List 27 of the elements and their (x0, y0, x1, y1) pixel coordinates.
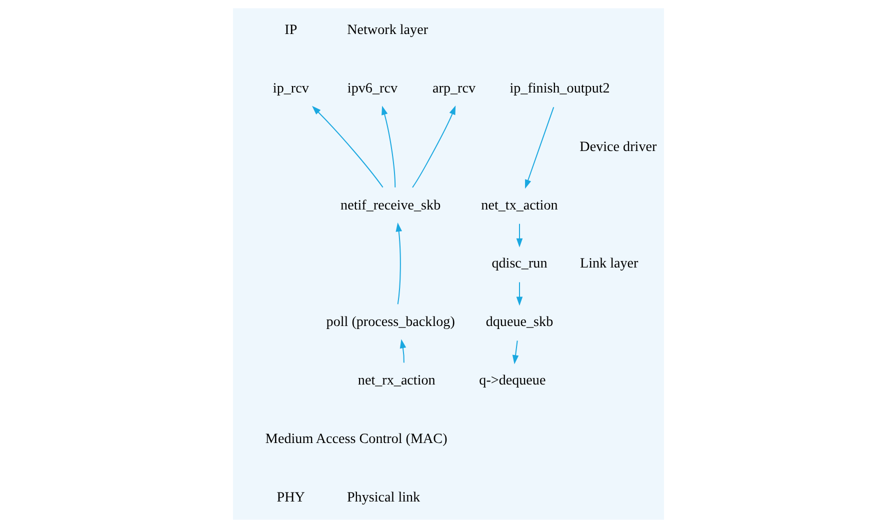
node-text: q->dequeue (478, 372, 546, 389)
node-text: net_rx_action (357, 372, 435, 389)
arrow (512, 340, 518, 364)
arrow (395, 222, 402, 304)
label: Link layer (579, 256, 638, 272)
arrow (524, 107, 554, 189)
node-text: dqueue_skb (485, 314, 553, 330)
arrow (516, 224, 522, 248)
arrow (312, 106, 383, 188)
node-text: ipv6_rcv (346, 80, 397, 97)
node-text: poll (process_backlog) (326, 314, 454, 330)
label: Device driver (579, 138, 656, 155)
label: Network layer (346, 22, 428, 38)
arrow (399, 339, 406, 363)
node-text: ip_finish_output2 (509, 80, 610, 97)
arrow (516, 282, 522, 306)
arrow (412, 106, 456, 188)
label: IP (284, 22, 297, 38)
arrow (381, 106, 396, 188)
node-text: qdisc_run (491, 256, 547, 272)
label: Medium Access Control (MAC) (264, 430, 447, 447)
node-text: ip_rcv (272, 80, 308, 97)
node-text: netif_receive_skb (340, 197, 440, 214)
label: PHY (276, 489, 304, 506)
label: Physical link (346, 489, 420, 506)
node-text: net_tx_action (480, 197, 558, 214)
node-text: arp_rcv (432, 80, 476, 97)
